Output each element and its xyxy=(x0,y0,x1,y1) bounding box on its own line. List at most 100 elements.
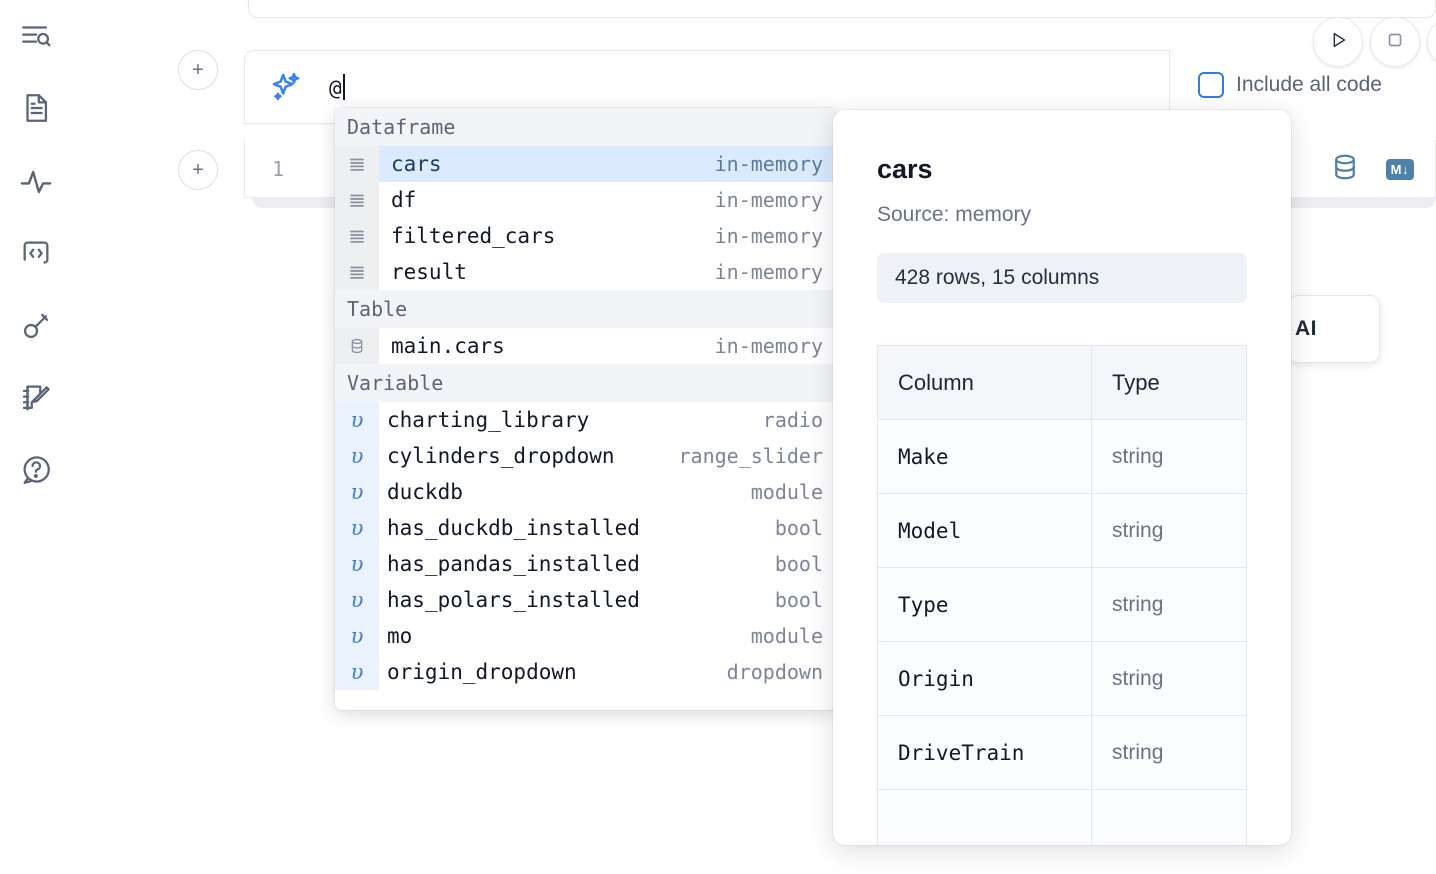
schema-column-name: Make xyxy=(877,419,1093,494)
add-cell-above-button[interactable]: + xyxy=(178,50,218,90)
add-cell-below-button[interactable]: + xyxy=(178,150,218,190)
variable-icon: υ xyxy=(335,474,379,510)
autocomplete-item[interactable]: cars in-memory xyxy=(335,146,835,182)
sidebar-item-scratchpad[interactable] xyxy=(14,376,58,420)
column-header-type: Type xyxy=(1091,345,1247,420)
sidebar-item-outline[interactable] xyxy=(14,14,58,58)
schema-column-name: Origin xyxy=(877,641,1093,716)
autocomplete-item-type: in-memory xyxy=(714,224,823,248)
play-icon xyxy=(1327,29,1349,56)
autocomplete-item-name: has_polars_installed xyxy=(387,588,640,612)
schema-column-type: string xyxy=(1091,567,1247,642)
detail-title: cars xyxy=(877,154,933,184)
autocomplete-item-name: filtered_cars xyxy=(391,224,556,248)
activity-icon xyxy=(19,165,53,199)
autocomplete-item-name: df xyxy=(391,188,417,212)
autocomplete-item-name: result xyxy=(391,260,467,284)
autocomplete-item-name: mo xyxy=(387,624,413,648)
autocomplete-item-type: bool xyxy=(774,588,823,612)
autocomplete-item[interactable]: υ has_polars_installed bool xyxy=(335,582,835,618)
detail-source: Source: memory xyxy=(877,203,1032,226)
autocomplete-item-name: has_pandas_installed xyxy=(387,552,640,576)
sidebar-item-activity[interactable] xyxy=(14,160,58,204)
autocomplete-item-type: bool xyxy=(774,516,823,540)
autocomplete-item[interactable]: υ has_pandas_installed bool xyxy=(335,546,835,582)
autocomplete-item[interactable]: υ cylinders_dropdown range_slider xyxy=(335,438,835,474)
help-chat-icon xyxy=(19,453,53,487)
markdown-icon[interactable]: M↓ xyxy=(1385,159,1414,180)
sidebar-item-snippets[interactable] xyxy=(14,232,58,276)
schema-table-header-row: Column Type xyxy=(877,345,1247,420)
interrupt-button[interactable] xyxy=(1370,17,1420,67)
dataframe-detail-panel: cars Source: memory 428 rows, 15 columns… xyxy=(833,110,1291,845)
plus-icon: + xyxy=(192,59,204,81)
schema-column-name: Model xyxy=(877,493,1093,568)
include-all-code-row[interactable]: Include all code xyxy=(1198,72,1382,98)
autocomplete-item-type: dropdown xyxy=(726,660,823,684)
autocomplete-item-type: in-memory xyxy=(714,152,823,176)
detail-shape-badge: 428 rows, 15 columns xyxy=(877,253,1247,303)
database-icon xyxy=(335,328,379,364)
ai-prompt-text: @ xyxy=(329,74,345,100)
autocomplete-item-type: in-memory xyxy=(714,260,823,284)
autocomplete-item-type: range_slider xyxy=(678,444,824,468)
left-icon-rail xyxy=(0,0,72,874)
variable-icon: υ xyxy=(335,582,379,618)
schema-column-name: Type xyxy=(877,567,1093,642)
database-icon[interactable] xyxy=(1330,152,1360,187)
autocomplete-item[interactable]: filtered_cars in-memory xyxy=(335,218,835,254)
autocomplete-item-type: bool xyxy=(774,552,823,576)
dataframe-icon xyxy=(335,218,379,254)
autocomplete-item-type: module xyxy=(750,624,823,648)
autocomplete-item-type: radio xyxy=(762,408,823,432)
code-brackets-icon xyxy=(19,237,53,271)
dataframe-icon xyxy=(335,182,379,218)
key-icon xyxy=(19,309,53,343)
sidebar-item-file[interactable] xyxy=(14,86,58,130)
autocomplete-group-header: Variable xyxy=(335,364,835,402)
sparkles-icon xyxy=(269,70,303,104)
cell-toolbar: M↓ xyxy=(1330,152,1414,187)
dataframe-icon xyxy=(335,146,379,182)
variable-icon: υ xyxy=(335,402,379,438)
variable-icon: υ xyxy=(335,618,379,654)
include-all-code-label: Include all code xyxy=(1236,73,1382,96)
previous-cell-card xyxy=(248,0,1436,18)
autocomplete-item[interactable]: result in-memory xyxy=(335,254,835,290)
include-all-code-checkbox[interactable] xyxy=(1198,72,1224,98)
autocomplete-item-name: main.cars xyxy=(391,334,505,358)
line-number: 1 xyxy=(271,156,285,181)
autocomplete-item-name: cars xyxy=(391,152,442,176)
table-row xyxy=(877,789,1247,845)
variable-icon: υ xyxy=(335,510,379,546)
file-text-icon xyxy=(19,91,53,125)
sidebar-item-secrets[interactable] xyxy=(14,304,58,348)
variable-icon: υ xyxy=(335,654,379,690)
variable-icon: υ xyxy=(335,546,379,582)
dataframe-icon xyxy=(335,254,379,290)
sidebar-item-help[interactable] xyxy=(14,448,58,492)
text-caret xyxy=(342,74,345,100)
ai-suggestion-card[interactable]: AI xyxy=(1288,295,1380,363)
variable-icon: υ xyxy=(335,438,379,474)
schema-column-name xyxy=(877,789,1093,845)
autocomplete-item-name: cylinders_dropdown xyxy=(387,444,615,468)
run-button[interactable] xyxy=(1313,17,1363,67)
more-actions-button[interactable] xyxy=(1427,17,1436,67)
column-header-column: Column xyxy=(877,345,1093,420)
